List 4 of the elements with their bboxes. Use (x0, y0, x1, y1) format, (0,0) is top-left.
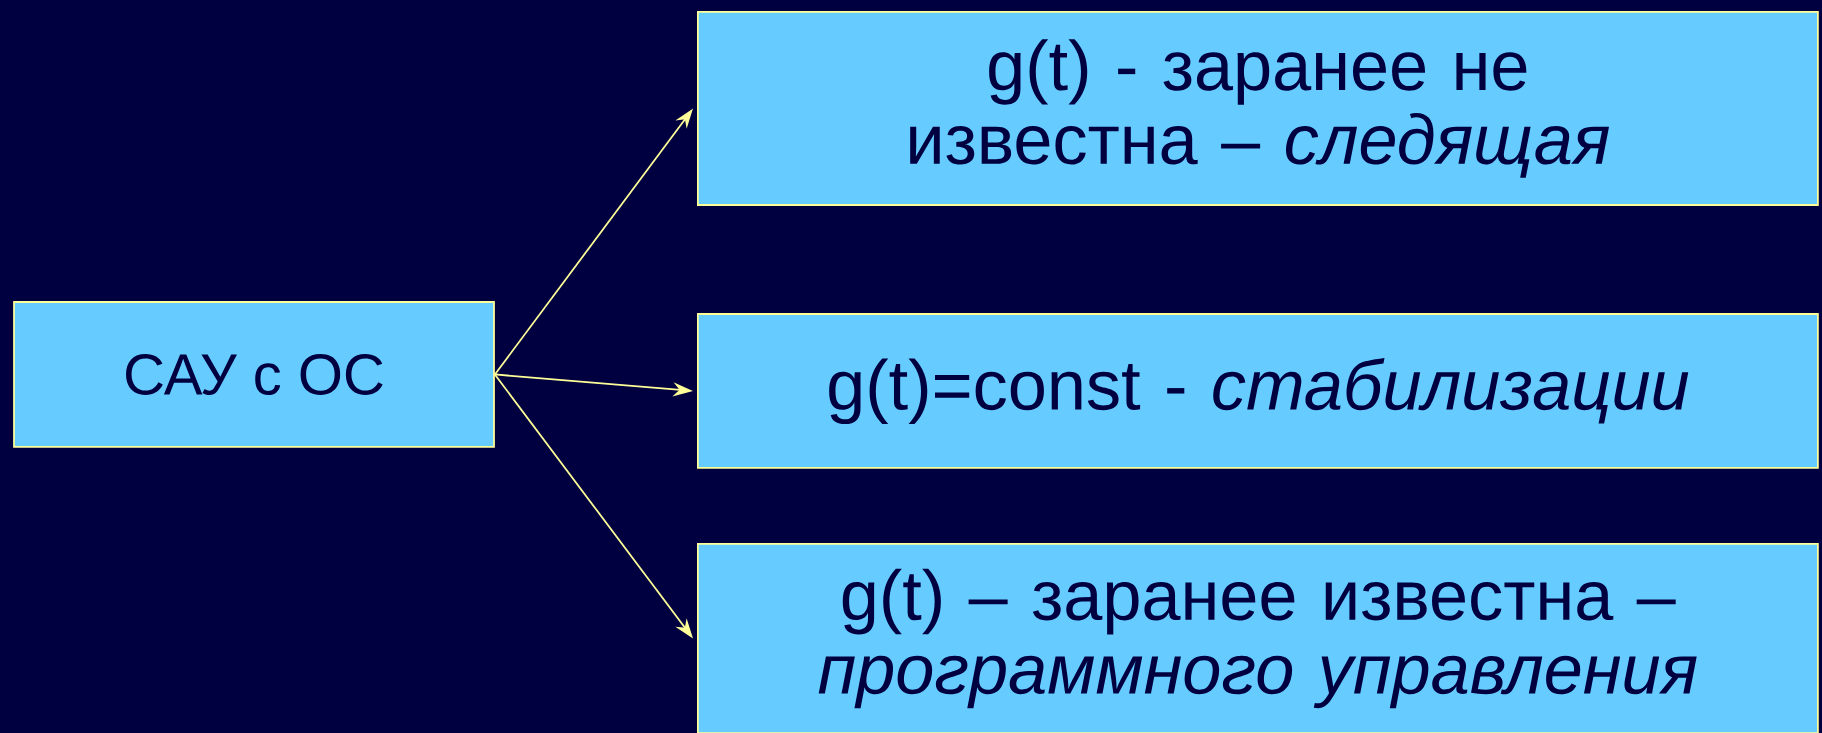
text-box: g(t)=const - стабилизации (697, 313, 1819, 469)
text-box: g(t) – заранее известна – программного управления (697, 543, 1819, 733)
text-box: g(t) - заранее не известна – следящая (697, 11, 1819, 206)
text-box: САУ с ОС (13, 301, 495, 448)
